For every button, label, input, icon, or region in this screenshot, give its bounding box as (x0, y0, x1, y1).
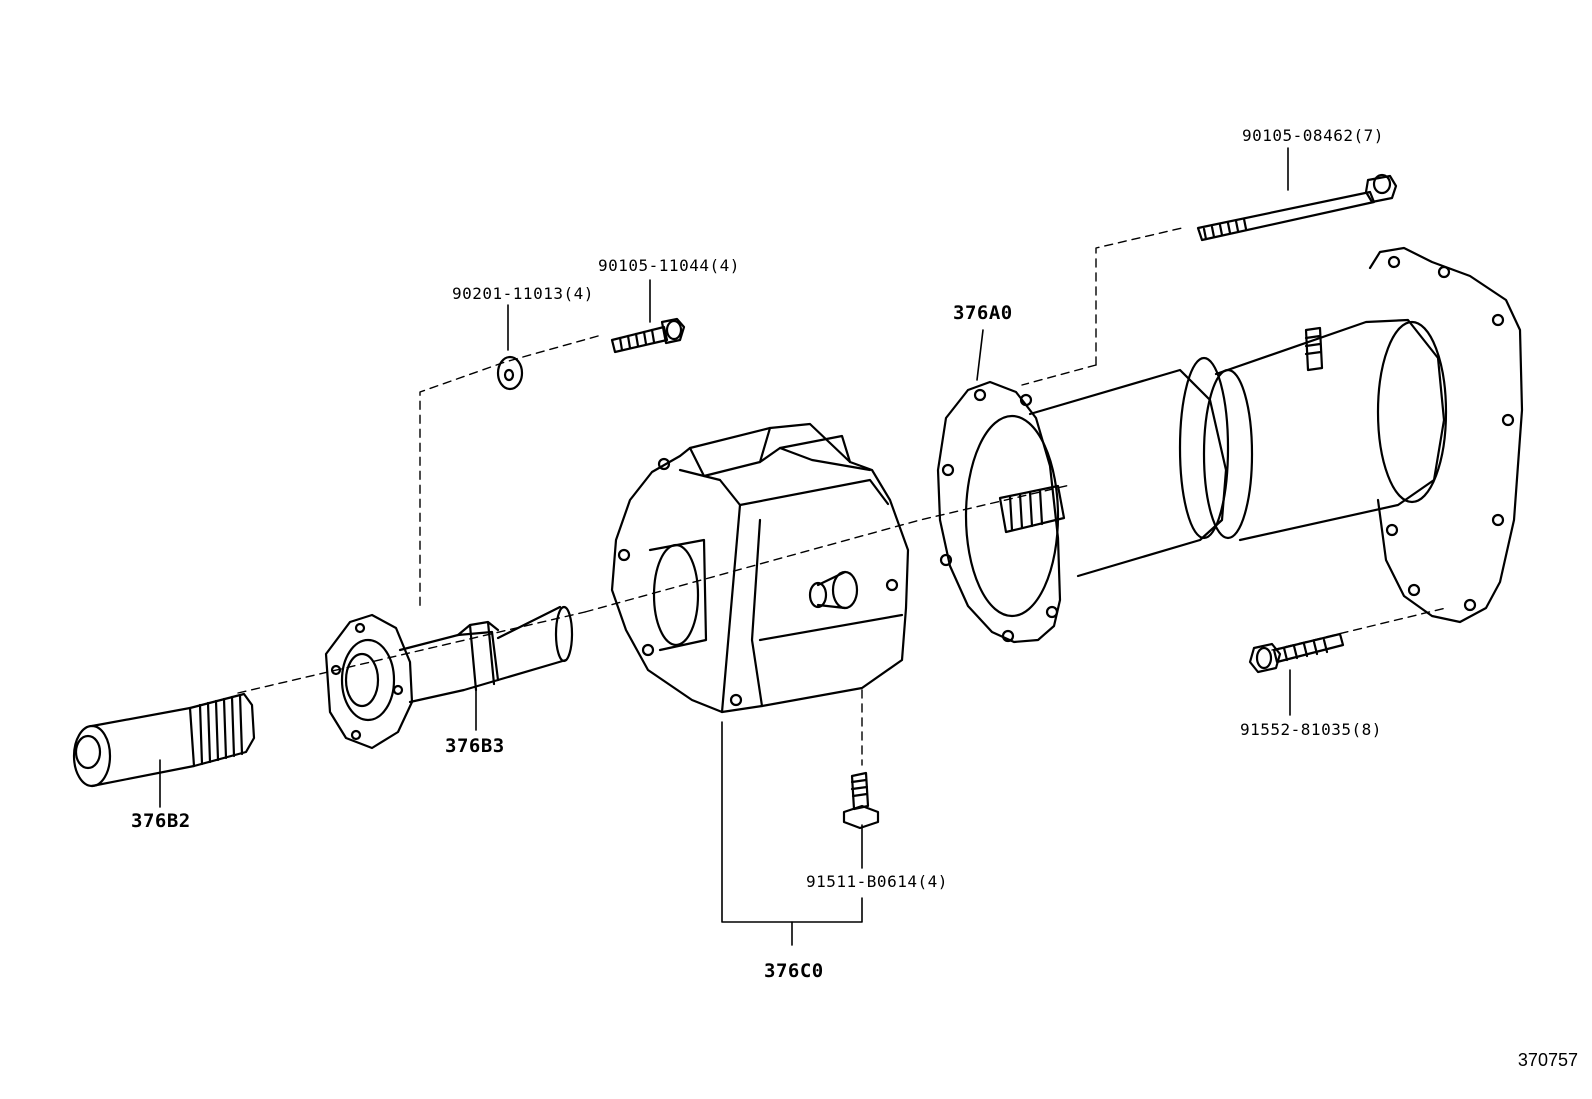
bolt-91511-B0614 (842, 771, 880, 830)
extension-housing-376A0 (936, 356, 1230, 644)
long-bolt-90105-08462 (1196, 173, 1398, 242)
bolt-91552-81035 (1248, 632, 1345, 674)
housing-376C0 (610, 422, 910, 714)
splined-shaft-376B2 (72, 692, 256, 788)
callout-90105-11044[interactable]: 90105-11044(4) (598, 256, 740, 275)
bolt-90105-11044 (610, 317, 686, 354)
figure-number: 370757 (1517, 1050, 1578, 1070)
leader-lines (159, 147, 1291, 946)
callout-376C0[interactable]: 376C0 (764, 960, 824, 982)
callout-376B3[interactable]: 376B3 (445, 735, 505, 757)
adapter-cover (1202, 246, 1524, 624)
callout-376A0[interactable]: 376A0 (953, 302, 1013, 324)
callout-376B2[interactable]: 376B2 (131, 810, 191, 832)
flange-shaft-376B3 (324, 605, 574, 750)
callout-91552-81035[interactable]: 91552-81035(8) (1240, 720, 1382, 739)
callout-91511-B0614[interactable]: 91511-B0614(4) (806, 872, 948, 891)
callout-90105-08462[interactable]: 90105-08462(7) (1242, 126, 1384, 145)
washer-90201-11013 (496, 355, 524, 391)
assembly-dashed-lines (237, 227, 1447, 766)
callout-90201-11013[interactable]: 90201-11013(4) (452, 284, 594, 303)
